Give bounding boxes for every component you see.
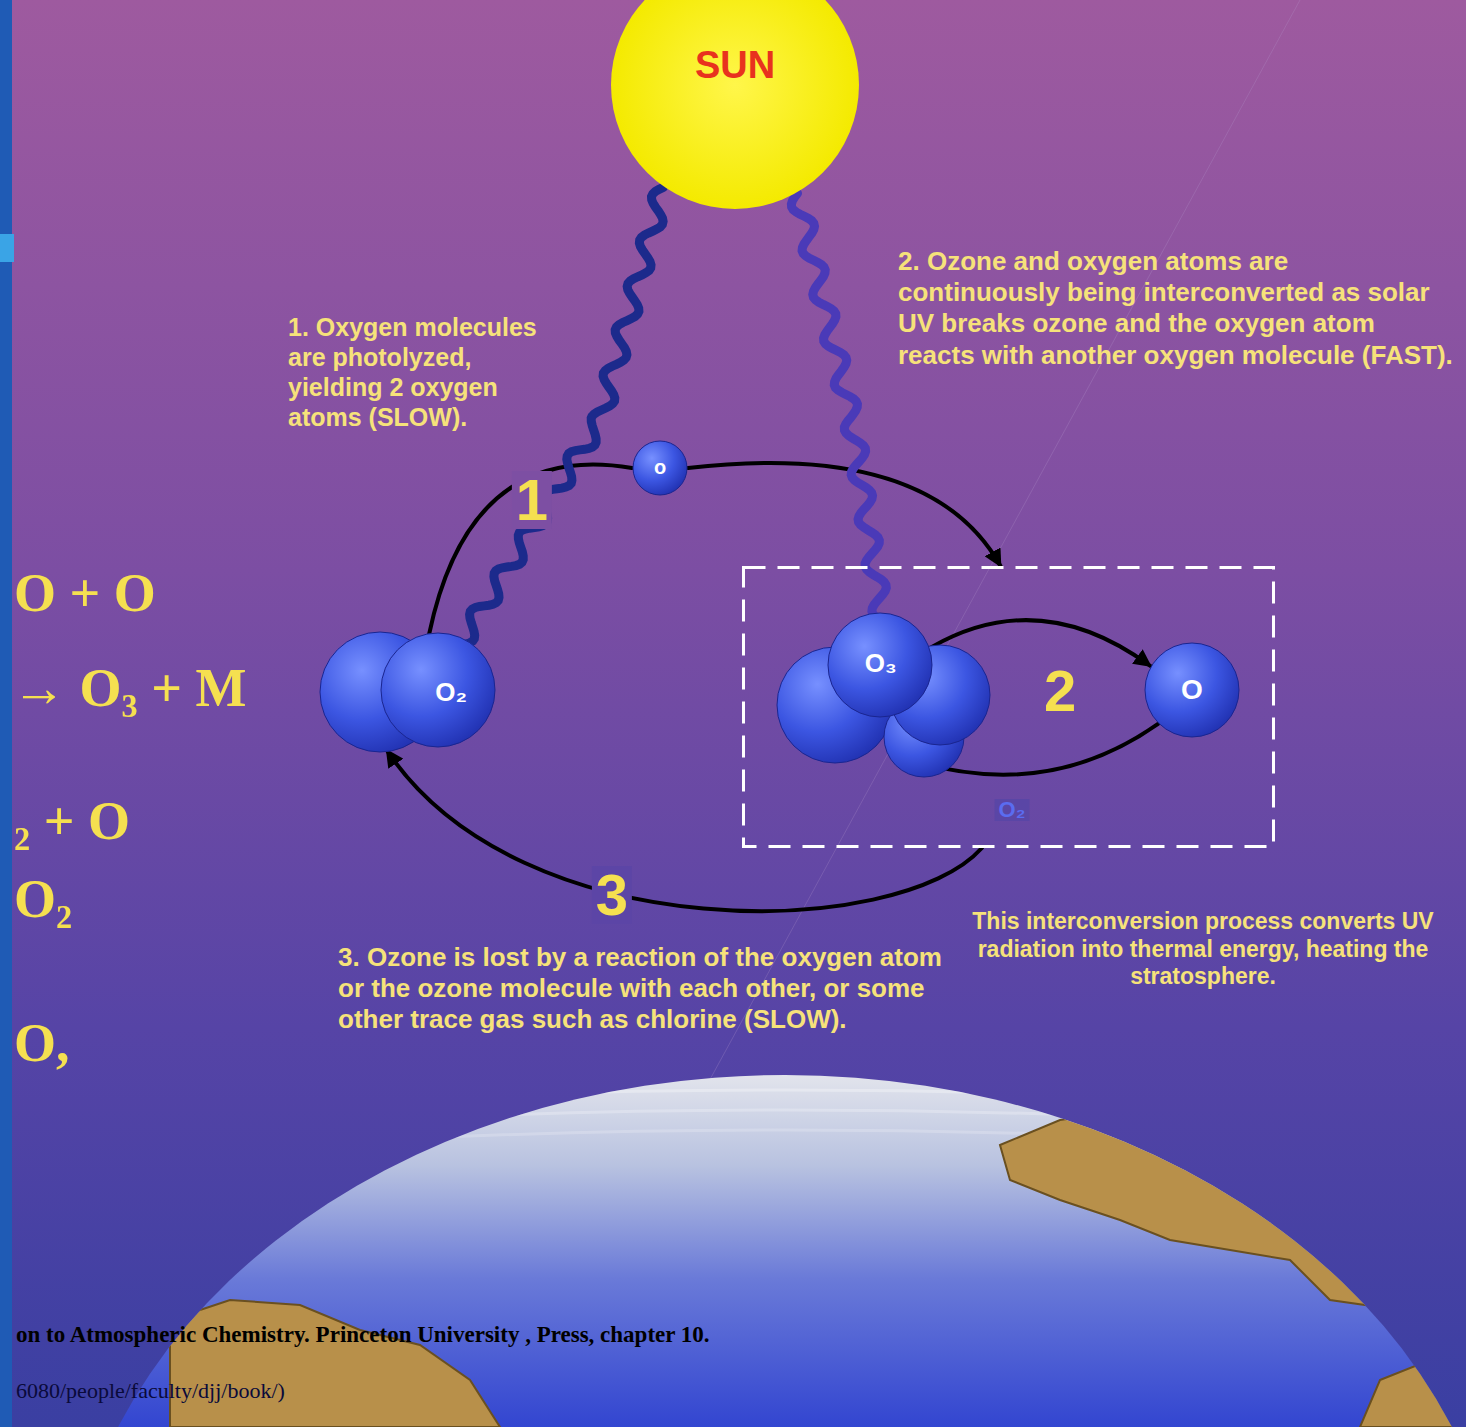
sun: SUN xyxy=(610,0,860,210)
node-text: 2 xyxy=(1044,657,1076,724)
node-text: O₂ xyxy=(435,677,467,708)
continents xyxy=(170,1085,1466,1427)
uv-photon-line xyxy=(791,193,886,624)
oxygen-atom: O xyxy=(1144,642,1240,738)
edge-label: 1 xyxy=(512,471,552,529)
node-text: o xyxy=(654,455,666,478)
slide-edge-mark xyxy=(0,234,14,262)
step-note: 3. Ozone is lost by a reaction of the ox… xyxy=(338,942,958,1036)
uv-photon-line xyxy=(449,187,663,652)
oxygen-atom: o xyxy=(632,440,688,496)
equation-fragment: O, xyxy=(14,1012,70,1074)
ozone-molecule-outline xyxy=(772,615,994,775)
earth-stripes xyxy=(80,1070,1466,1160)
citation: on to Atmospheric Chemistry. Princeton U… xyxy=(16,1322,710,1348)
equation-fragment: ₂ + O xyxy=(14,790,130,852)
edge-label: O₂ xyxy=(995,799,1030,821)
node-text: SUN xyxy=(695,44,775,87)
step-note: 1. Oxygen molecules are photolyzed, yiel… xyxy=(288,312,550,432)
reaction-arrow xyxy=(387,750,982,911)
note: This interconversion process converts UV… xyxy=(968,908,1438,991)
reaction-arrow xyxy=(429,464,632,633)
oxygen-molecule: O₂ xyxy=(318,628,498,756)
equation-fragment: O + O xyxy=(14,562,156,624)
reaction-arrow xyxy=(688,463,1001,566)
sun-outline xyxy=(610,0,860,210)
slide-edge xyxy=(0,0,12,1427)
equation-fragment: O₂ xyxy=(14,868,72,930)
citation: 6080/people/faculty/djj/book/) xyxy=(16,1378,285,1403)
oxygen-molecule-outline xyxy=(318,628,498,756)
edge-label: 3 xyxy=(592,866,632,924)
node-text: O₃ xyxy=(865,648,897,679)
earth xyxy=(65,1075,1466,1427)
step-note: 2. Ozone and oxygen atoms are continuous… xyxy=(898,246,1454,371)
node-text: O xyxy=(1181,674,1203,706)
equation-fragment: → O₃ + M xyxy=(12,657,246,719)
ozone-molecule: O₃ xyxy=(772,615,994,775)
